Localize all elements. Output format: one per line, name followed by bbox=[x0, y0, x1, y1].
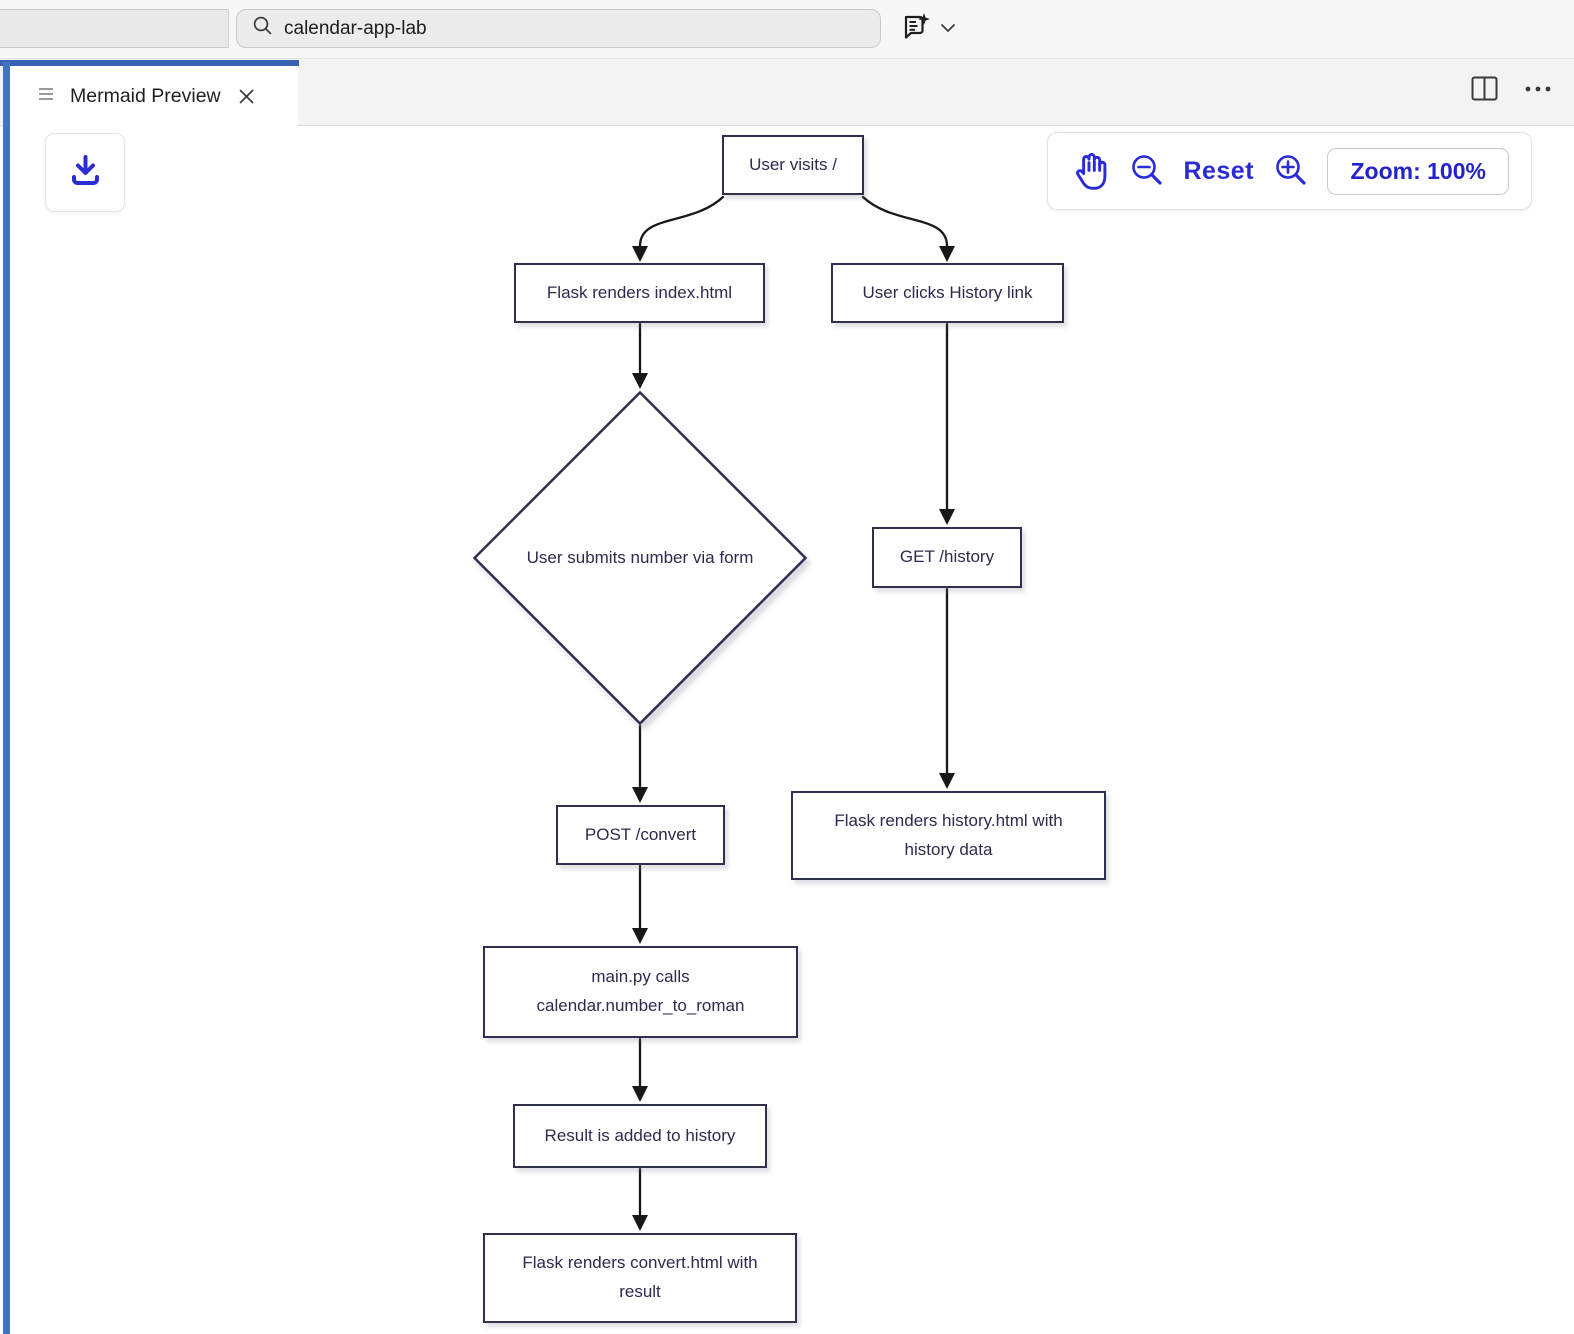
command-bar-left-field[interactable] bbox=[0, 9, 229, 48]
flow-node-number-to-roman: main.py calls calendar.number_to_roman bbox=[483, 946, 798, 1038]
flow-node-post-convert: POST /convert bbox=[556, 805, 725, 865]
chevron-down-icon bbox=[940, 20, 956, 38]
search-value: calendar-app-lab bbox=[284, 17, 427, 39]
flow-decision-shape bbox=[473, 391, 807, 725]
flow-node-render-convert: Flask renders convert.html with result bbox=[483, 1233, 797, 1323]
flow-node-get-history: GET /history bbox=[872, 527, 1022, 588]
tabbar-actions bbox=[1471, 76, 1552, 101]
flow-node-click-history: User clicks History link bbox=[831, 263, 1064, 323]
split-editor-icon[interactable] bbox=[1471, 76, 1498, 101]
flow-node-user-visits: User visits / bbox=[722, 135, 864, 195]
flow-node-result-history: Result is added to history bbox=[513, 1104, 767, 1168]
chat-dropdown-button[interactable] bbox=[900, 10, 956, 48]
flow-node-submit-number: User submits number via form bbox=[526, 548, 754, 567]
flow-node-render-index: Flask renders index.html bbox=[514, 263, 765, 323]
more-actions-icon[interactable] bbox=[1524, 85, 1552, 93]
reset-button[interactable]: Reset bbox=[1183, 156, 1255, 185]
chat-sparkle-icon bbox=[900, 11, 932, 48]
preview-list-icon bbox=[38, 86, 57, 107]
editor-focus-border-left bbox=[3, 62, 10, 1334]
zoom-controls: Reset Zoom: 100% bbox=[1047, 132, 1532, 210]
close-icon[interactable] bbox=[238, 88, 255, 105]
search-box[interactable]: calendar-app-lab bbox=[236, 9, 881, 48]
zoom-out-icon[interactable] bbox=[1129, 153, 1165, 189]
zoom-level-indicator[interactable]: Zoom: 100% bbox=[1327, 147, 1509, 195]
zoom-in-icon[interactable] bbox=[1273, 153, 1309, 189]
search-icon bbox=[252, 15, 273, 42]
flow-node-render-history: Flask renders history.html with history … bbox=[791, 791, 1106, 880]
pan-hand-icon[interactable] bbox=[1070, 150, 1110, 192]
download-icon bbox=[67, 152, 104, 194]
tab-title: Mermaid Preview bbox=[70, 84, 221, 107]
tab-mermaid-preview[interactable]: Mermaid Preview bbox=[10, 66, 298, 126]
editor-focus-border-top bbox=[0, 60, 299, 66]
top-command-bar: calendar-app-lab bbox=[0, 0, 1574, 58]
download-button[interactable] bbox=[45, 133, 125, 212]
